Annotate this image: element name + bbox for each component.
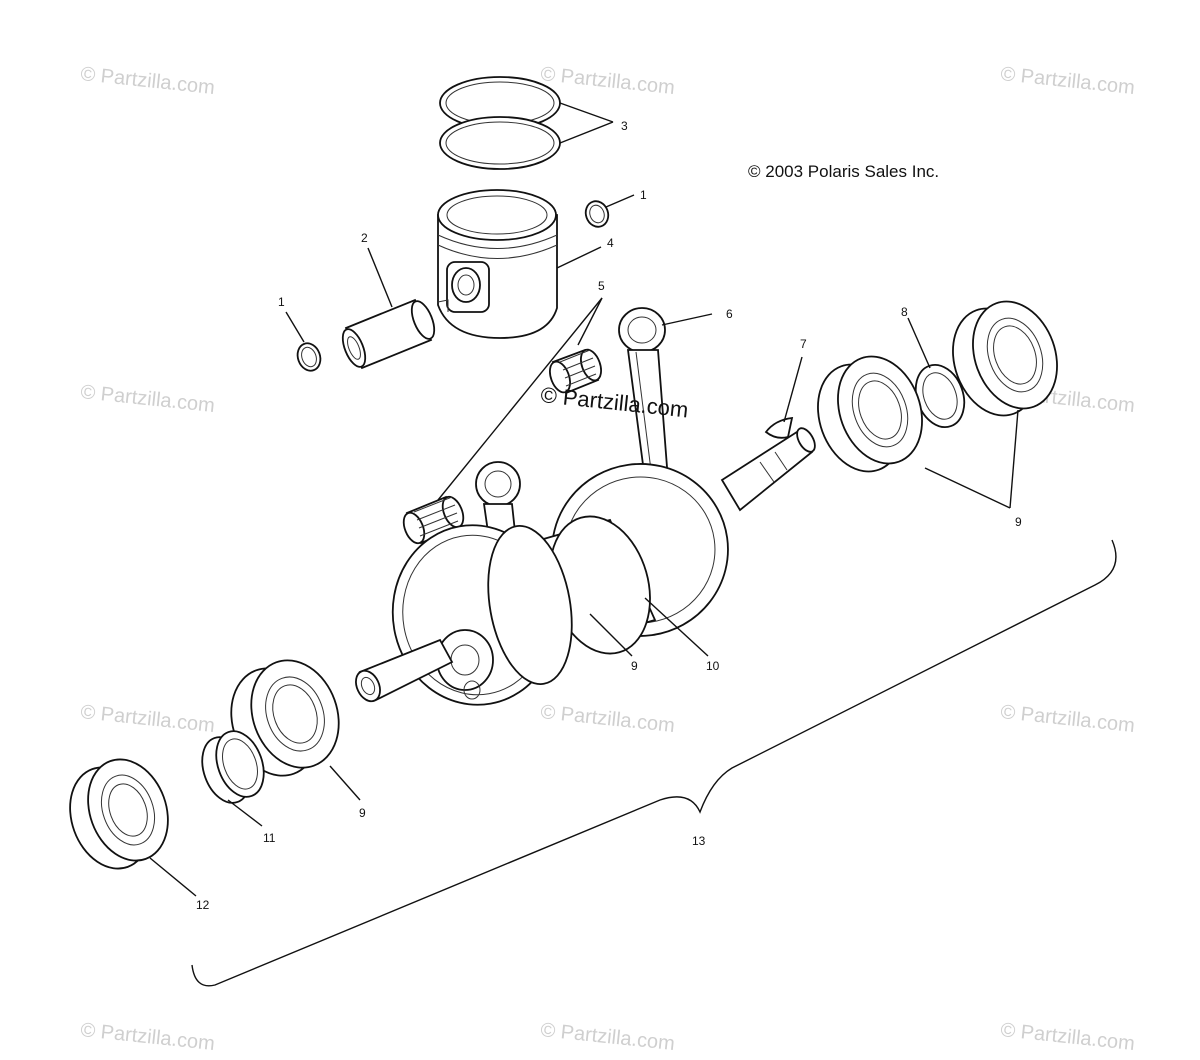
- needle-bearing-lower[interactable]: [400, 494, 468, 546]
- woodruff-key[interactable]: [764, 416, 794, 439]
- seal[interactable]: [57, 748, 182, 880]
- watermark-top-right: © Partzilla.com: [999, 63, 1135, 99]
- watermark-top-center: © Partzilla.com: [539, 63, 675, 99]
- callout-13: 13: [692, 834, 706, 848]
- bearing-right-outer[interactable]: [939, 290, 1072, 428]
- center-watermark: © Partzilla.com: [539, 382, 689, 422]
- callout-12: 12: [196, 898, 210, 912]
- callout-6: 6: [726, 307, 733, 321]
- watermark-bottom-right: © Partzilla.com: [999, 1019, 1135, 1055]
- watermark-bottom-left: © Partzilla.com: [79, 1019, 215, 1055]
- callout-5: 5: [598, 279, 605, 293]
- spacer-ring[interactable]: [194, 725, 273, 810]
- callout-7: 7: [800, 337, 807, 351]
- crankshaft[interactable]: [351, 453, 739, 718]
- piston[interactable]: [437, 189, 558, 339]
- callout-9-right: 9: [1015, 515, 1022, 529]
- crankshaft-output-end[interactable]: [720, 425, 819, 512]
- callout-1-left: 1: [278, 295, 285, 309]
- callout-3: 3: [621, 119, 628, 133]
- watermark-bottom-center: © Partzilla.com: [539, 1019, 675, 1055]
- bearing-right-inner[interactable]: [804, 345, 937, 484]
- callout-9-center: 9: [631, 659, 638, 673]
- watermark-mid-left: © Partzilla.com: [79, 381, 215, 417]
- piston-rings[interactable]: [439, 76, 561, 170]
- retaining-ring-left[interactable]: [294, 340, 324, 374]
- piston-pin[interactable]: [338, 298, 439, 370]
- callout-4: 4: [607, 236, 614, 250]
- callout-9-left: 9: [359, 806, 366, 820]
- watermark-low-right: © Partzilla.com: [999, 701, 1135, 737]
- watermark-low-left: © Partzilla.com: [79, 701, 215, 737]
- callout-11: 11: [263, 831, 276, 845]
- retaining-ring-right[interactable]: [582, 198, 612, 230]
- watermark-top-left: © Partzilla.com: [79, 63, 215, 99]
- callout-8: 8: [901, 305, 908, 319]
- copyright-notice: © 2003 Polaris Sales Inc.: [748, 162, 939, 181]
- callout-10: 10: [706, 659, 720, 673]
- needle-bearing-upper[interactable]: [546, 347, 605, 395]
- connecting-rod-upper[interactable]: [618, 307, 669, 481]
- callout-2: 2: [361, 231, 368, 245]
- callout-1-right: 1: [640, 188, 647, 202]
- watermark-low-center: © Partzilla.com: [539, 701, 675, 737]
- assembly-brace: [191, 539, 1117, 987]
